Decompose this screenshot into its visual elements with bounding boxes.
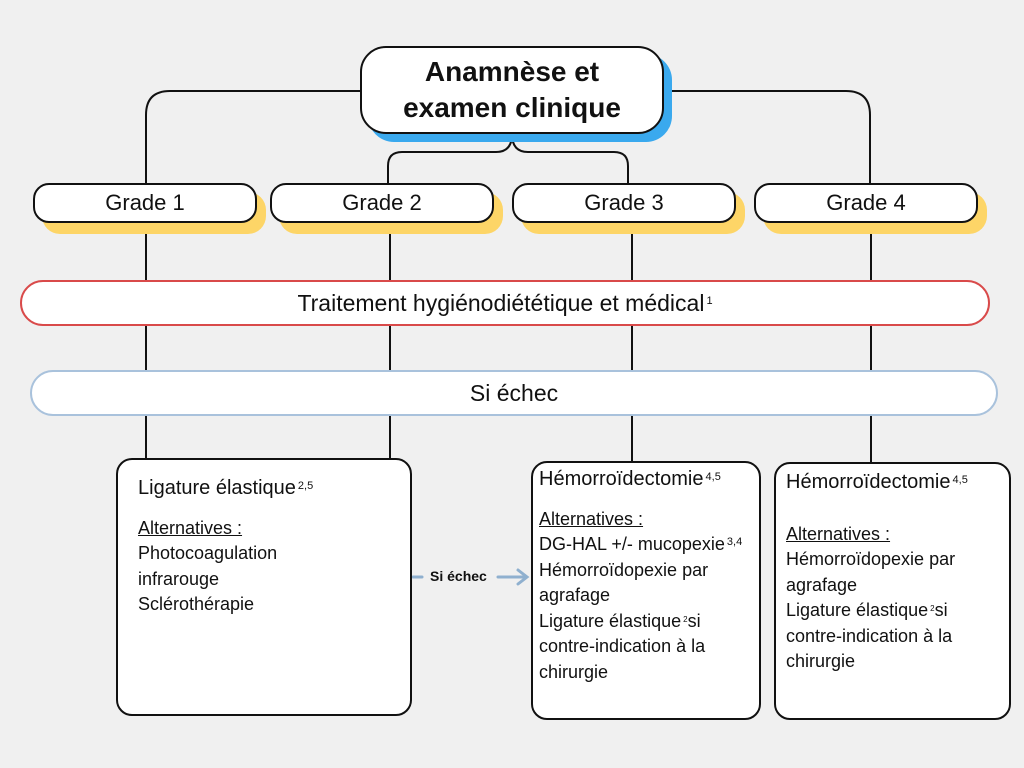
hemo3-alternatives-label: Alternatives : — [539, 508, 644, 529]
hemo4-line: chirurgie — [786, 651, 856, 671]
connector-title-grade4 — [664, 90, 871, 183]
hemo3-line: chirurgie — [539, 661, 609, 682]
grade-4-pill: Grade 4 — [754, 183, 978, 223]
ligature-item: infrarouge — [138, 568, 220, 589]
ligature-alternatives-label: Alternatives : — [138, 517, 243, 538]
title-line2: examen clinique — [403, 92, 621, 123]
hemo3-line: Hémorroïdopexie par — [539, 559, 709, 580]
grade-3-label: Grade 3 — [584, 190, 664, 215]
hemo3-line: contre-indication à la — [539, 636, 706, 656]
hemo3-line: agrafage — [539, 585, 611, 605]
title-line1: Anamnèse et — [424, 56, 600, 87]
ligature-item: Photocoagulation — [138, 543, 278, 563]
treatment-ref: 1 — [706, 295, 713, 307]
hemo4-line: contre-indication à la — [786, 625, 953, 646]
grade-4-label: Grade 4 — [826, 190, 906, 215]
hemo4-line: agrafage — [786, 574, 858, 595]
grade-2-label: Grade 2 — [342, 190, 422, 215]
failure-band: Si échec — [30, 370, 998, 416]
failure-label: Si échec — [469, 379, 559, 406]
grade-2-pill: Grade 2 — [270, 183, 494, 223]
connector-title-grade2-3 — [387, 133, 629, 183]
hemo4-alternatives-label: Alternatives : — [786, 523, 891, 544]
grade-1-label: Grade 1 — [105, 190, 185, 215]
ligature-item: Sclérothérapie — [138, 594, 255, 614]
grade-1-pill: Grade 1 — [33, 183, 257, 223]
arrow-label: Si échec — [430, 568, 487, 584]
hemo4-line: Hémorroïdopexie par — [786, 549, 956, 569]
treatment-label: Traitement hygiénodiététique et médical — [297, 289, 705, 316]
grade-3-pill: Grade 3 — [512, 183, 736, 223]
connector-title-grade1 — [145, 90, 360, 183]
arrow-si-echec — [411, 568, 530, 586]
title-box: Anamnèse et examen clinique — [360, 46, 664, 134]
